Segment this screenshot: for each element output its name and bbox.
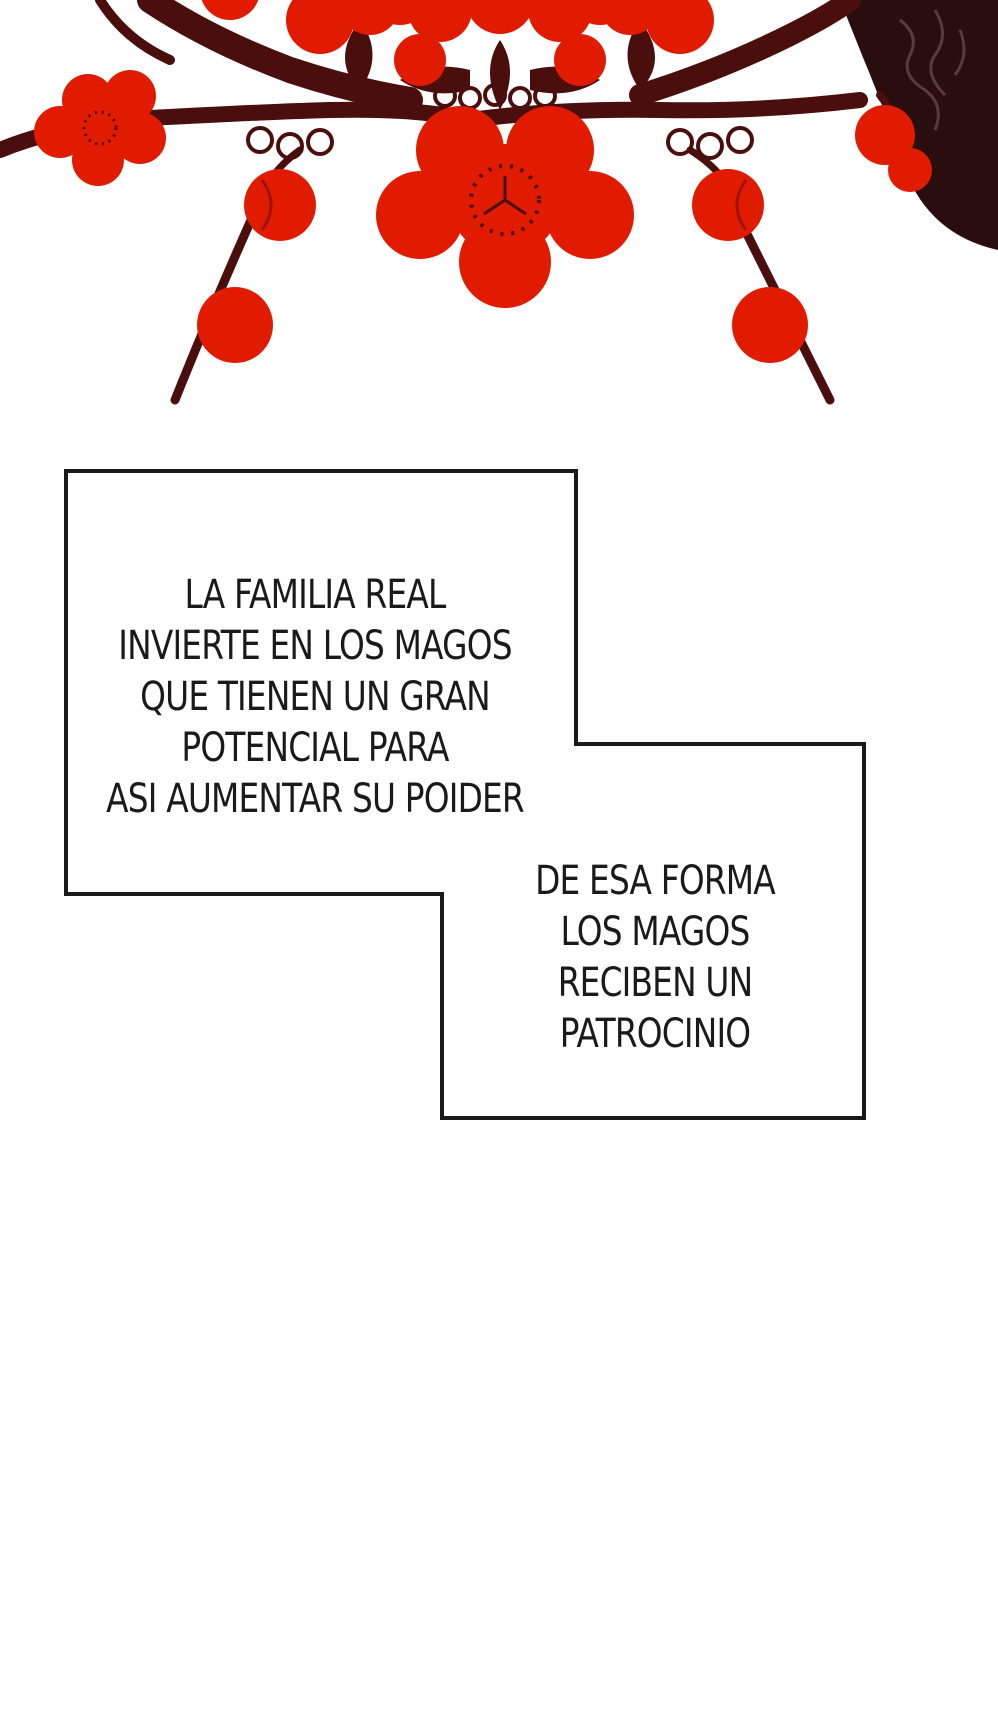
caption-2-line-3: RECIBEN UN xyxy=(557,960,753,1006)
caption-box-1-text: LA FAMILIA REAL INVIERTE EN LOS MAGOS QU… xyxy=(106,570,525,825)
caption-1-line-5: ASI AUMENTAR SU POIDER xyxy=(106,776,525,822)
caption-2-line-1: DE ESA FORMA xyxy=(535,858,776,904)
caption-1-line-4: POTENCIAL PARA xyxy=(181,725,449,771)
robe-pattern xyxy=(899,9,966,131)
caption-box-1-border xyxy=(64,469,866,1120)
caption-2-line-4: PATROCINIO xyxy=(559,1011,751,1057)
top-blossoms xyxy=(201,0,714,86)
caption-1-line-2: INVIERTE EN LOS MAGOS xyxy=(118,623,512,669)
buds xyxy=(197,105,932,363)
caption-1-line-1: LA FAMILIA REAL xyxy=(184,572,447,618)
left-blossom xyxy=(34,70,166,186)
caption-2-line-2: LOS MAGOS xyxy=(560,909,750,955)
center-blossom xyxy=(376,106,634,308)
caption-box-2-text: DE ESA FORMA LOS MAGOS RECIBEN UN PATROC… xyxy=(503,856,806,1060)
robe-edge xyxy=(840,0,998,250)
caption-1-line-3: QUE TIENEN UN GRAN xyxy=(140,674,491,720)
plum-blossom-illustration xyxy=(0,0,998,405)
